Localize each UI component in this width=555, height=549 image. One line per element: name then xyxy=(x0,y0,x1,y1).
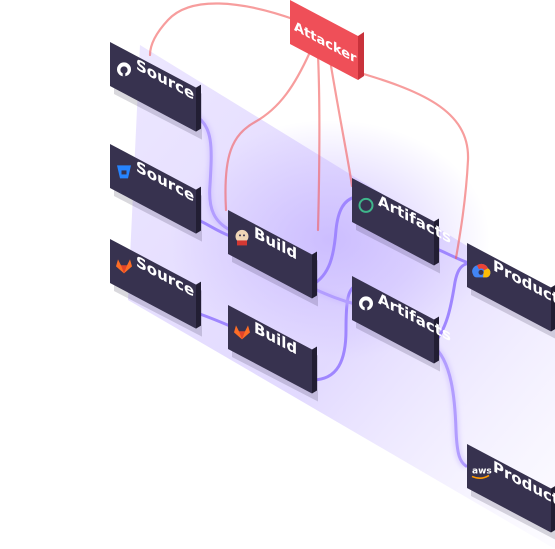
node-source-bitbucket: Source xyxy=(110,144,202,242)
svg-text:aws: aws xyxy=(472,466,492,476)
attack-path-to-artifacts xyxy=(316,53,321,232)
attack-path-to-production xyxy=(348,68,470,260)
github-icon xyxy=(359,296,373,311)
connector-build2-to-artifacts xyxy=(310,284,357,382)
connector-artifacts2-to-production-gcp xyxy=(430,262,468,347)
nexus-icon xyxy=(358,197,374,213)
attack-path-to-source xyxy=(148,2,298,57)
bitbucket-icon xyxy=(117,165,131,179)
attack-paths xyxy=(148,2,470,260)
gitlab-icon xyxy=(234,325,250,340)
attack-path-to-build xyxy=(224,50,312,212)
attack-path-to-artifacts-edge xyxy=(328,58,354,188)
google-cloud-icon xyxy=(472,263,491,278)
github-icon xyxy=(117,62,131,77)
gitlab-icon xyxy=(116,259,132,274)
aws-icon: aws xyxy=(471,466,492,479)
node-build-gitlab: Build xyxy=(228,305,318,402)
plane-glow xyxy=(170,120,490,360)
pipeline-nodes: SourceSourceSourceBuildBuildArtifactsArt… xyxy=(110,42,555,540)
jenkins-icon xyxy=(235,229,249,246)
connector-build-to-artifacts-nexus xyxy=(310,195,357,287)
node-artifacts-github: Artifacts xyxy=(352,276,451,372)
